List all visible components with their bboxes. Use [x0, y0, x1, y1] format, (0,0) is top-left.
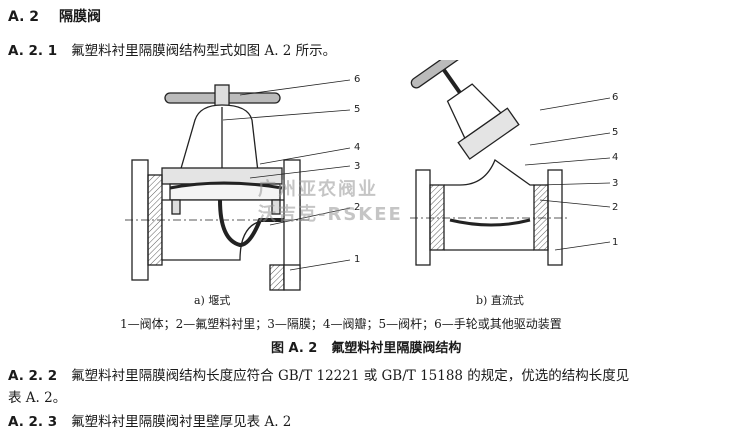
valve-drawings: 6 5 4 3 2 1 — [125, 60, 618, 291]
callout-b-6: 6 — [612, 92, 618, 103]
paragraph-a22: A. 2. 2 氟塑料衬里隔膜阀结构长度应符合 GB/T 12221 或 GB/T… — [8, 364, 629, 384]
callout-a-6: 6 — [354, 74, 360, 85]
callout-b-1: 1 — [612, 237, 618, 248]
paragraph-a21-text: 氟塑料衬里隔膜阀结构型式如图 A. 2 所示。 — [71, 43, 337, 59]
valve-figure: 6 5 4 3 2 1 — [100, 60, 660, 322]
straight-callouts: 6 5 4 3 2 1 — [612, 92, 618, 248]
callout-b-2: 2 — [612, 202, 618, 213]
watermark-line2: 沃吉克-RSKEE — [258, 204, 403, 225]
callout-a-4: 4 — [354, 142, 360, 153]
section-title: 隔膜阀 — [59, 9, 102, 25]
weir-callouts: 6 5 4 3 2 1 — [354, 74, 360, 265]
paragraph-a23-number: A. 2. 3 — [8, 414, 58, 430]
figure-caption-a: a) 堰式 — [194, 294, 231, 307]
callout-b-5: 5 — [612, 127, 618, 138]
figure-caption-b: b) 直流式 — [476, 294, 524, 307]
figure-title: 图 A. 2 氟塑料衬里隔膜阀结构 — [271, 337, 461, 356]
callout-a-2: 2 — [354, 202, 360, 213]
callout-b-3: 3 — [612, 178, 618, 189]
paragraph-a21: A. 2. 1 氟塑料衬里隔膜阀结构型式如图 A. 2 所示。 — [8, 39, 336, 59]
paragraph-a21-number: A. 2. 1 — [8, 43, 58, 59]
section-heading: A. 2 隔膜阀 — [8, 6, 101, 26]
figure-title-text: 氟塑料衬里隔膜阀结构 — [331, 341, 462, 356]
paragraph-a23: A. 2. 3 氟塑料衬里隔膜阀衬里壁厚见表 A. 2 — [8, 410, 291, 430]
paragraph-a23-text: 氟塑料衬里隔膜阀衬里壁厚见表 A. 2 — [71, 414, 292, 430]
straight-valve-drawing — [410, 60, 611, 266]
weir-valve-drawing — [125, 79, 351, 291]
paragraph-a22-number: A. 2. 2 — [8, 368, 58, 384]
watermark-line1: 广州亚农阀业 — [258, 179, 378, 200]
figure-legend: 1—阀体；2—氟塑料衬里；3—隔膜；4—阀瓣；5—阀杆；6—手轮或其他驱动装置 — [120, 317, 562, 331]
callout-a-1: 1 — [354, 254, 360, 265]
section-number: A. 2 — [8, 9, 40, 25]
figure-number: 图 A. 2 — [271, 341, 318, 356]
callout-a-3: 3 — [354, 161, 360, 172]
paragraph-a22-continued: 表 A. 2。 — [8, 390, 67, 406]
callout-b-4: 4 — [612, 152, 618, 163]
paragraph-a22-text: 氟塑料衬里隔膜阀结构长度应符合 GB/T 12221 或 GB/T 15188 … — [71, 368, 630, 384]
callout-a-5: 5 — [354, 104, 360, 115]
